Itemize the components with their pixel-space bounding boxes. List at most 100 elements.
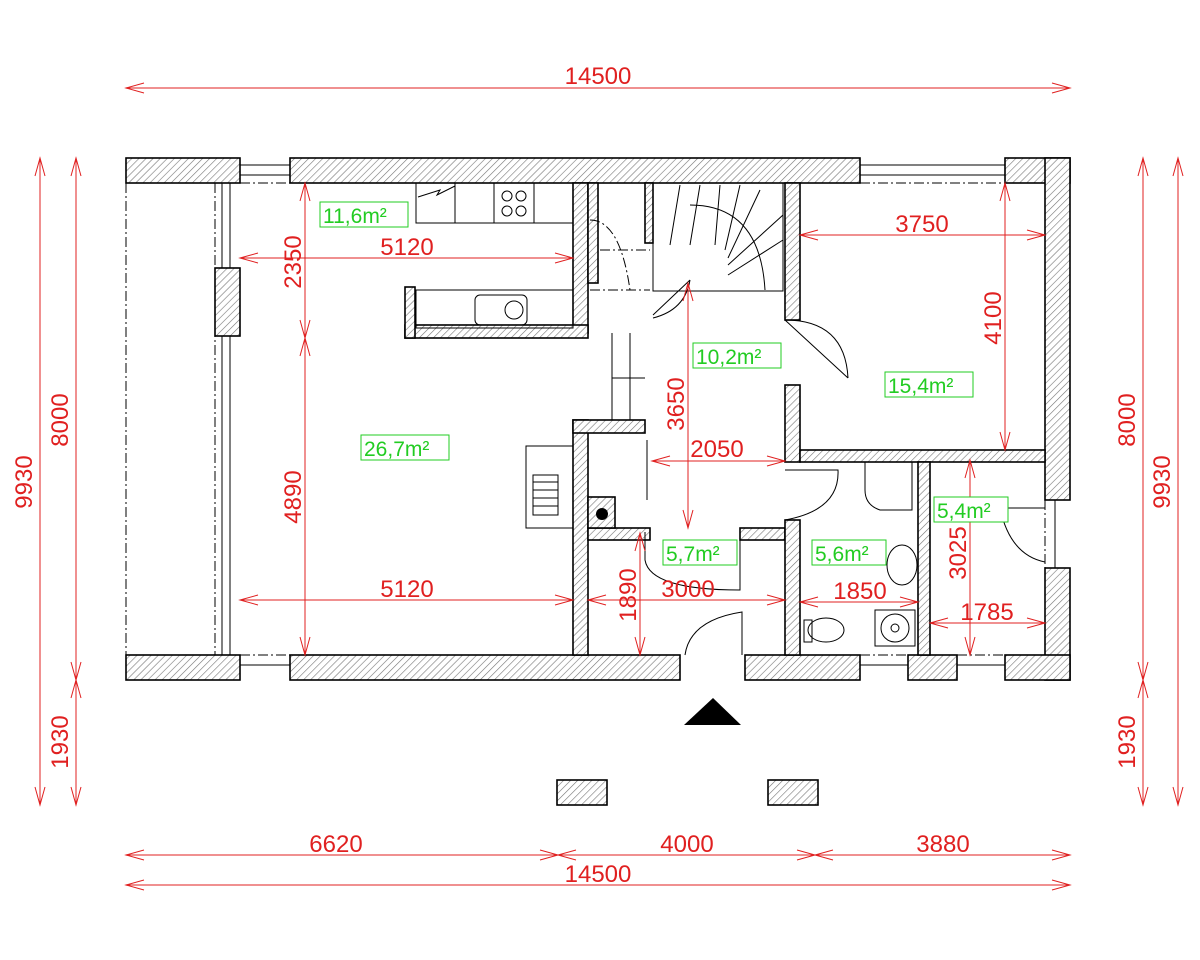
interior-dim: 3750 <box>798 211 1047 241</box>
svg-text:5,4m²: 5,4m² <box>937 500 991 523</box>
dimension-label: 2350 <box>280 235 307 288</box>
dimension-label: 5120 <box>380 234 433 261</box>
wall <box>587 527 651 541</box>
dimension-label: 3880 <box>916 831 969 858</box>
interior-dim: 4100 <box>980 181 1011 452</box>
wall <box>744 654 861 681</box>
room-area-label: 5,7m² <box>662 539 738 566</box>
door <box>684 611 743 656</box>
fixtures <box>125 164 1056 806</box>
door <box>784 469 839 521</box>
dimension-label: 5120 <box>380 576 433 603</box>
window <box>860 654 908 666</box>
left-terrace: 1930 <box>47 678 82 807</box>
wall <box>572 419 589 656</box>
svg-text:5,7m²: 5,7m² <box>666 543 720 566</box>
door <box>652 279 691 319</box>
dimension-label: 14500 <box>565 861 632 888</box>
dimension-label: 1890 <box>615 568 642 621</box>
dimension-label: 8000 <box>47 393 74 446</box>
svg-text:26,7m²: 26,7m² <box>364 438 429 461</box>
wall <box>572 182 589 334</box>
dimension-label: 4890 <box>280 470 307 523</box>
left-total: 9930 <box>11 156 46 807</box>
interior-dim: 4890 <box>280 336 311 657</box>
dimension-label: 1930 <box>47 715 74 768</box>
wall <box>917 461 931 656</box>
staircase <box>589 182 784 420</box>
dimension-label: 1785 <box>960 599 1013 626</box>
bottom-dim-1: 6620 <box>124 831 560 861</box>
dimension-label: 2050 <box>690 436 743 463</box>
svg-text:10,2m²: 10,2m² <box>696 346 761 369</box>
kitchen-counter <box>415 182 574 329</box>
overall-width-bottom: 14500 <box>124 861 1072 891</box>
interior-dim: 1785 <box>928 599 1047 629</box>
svg-text:15,4m²: 15,4m² <box>888 375 953 398</box>
window <box>240 164 290 184</box>
wall <box>784 519 801 656</box>
wall <box>907 654 958 681</box>
entrance-arrow-icon <box>684 698 741 725</box>
room-area-label: 5,4m² <box>933 496 1009 523</box>
wall <box>214 267 241 337</box>
dimension-label: 9930 <box>1149 455 1176 508</box>
window <box>240 654 290 666</box>
dimension-label: 4100 <box>980 291 1007 344</box>
interior-dim: 5120 <box>238 576 575 606</box>
dimension-label: 1930 <box>1114 715 1141 768</box>
dimension-label: 9930 <box>11 455 38 508</box>
dimension-label: 6620 <box>309 831 362 858</box>
terrace-pillar <box>556 779 608 806</box>
wall <box>125 654 241 681</box>
dimension-label: 14500 <box>565 63 632 90</box>
interior-dim: 1890 <box>615 531 646 657</box>
interior-dim: 2050 <box>650 436 787 467</box>
wall <box>572 419 646 434</box>
room-area-label: 15,4m² <box>884 371 974 398</box>
window <box>1044 500 1056 568</box>
wall <box>587 182 599 284</box>
interior-dim: 5120 <box>238 234 575 264</box>
door <box>644 532 741 591</box>
room-area-label: 26,7m² <box>360 434 450 461</box>
wall <box>644 182 654 244</box>
overall-width-top: 14500 <box>124 63 1072 94</box>
dimension-label: 3000 <box>661 576 714 603</box>
wall <box>125 157 241 184</box>
svg-text:5,6m²: 5,6m² <box>815 543 869 566</box>
wall <box>799 449 1046 463</box>
bottom-dim-2: 4000 <box>556 831 817 861</box>
window <box>957 654 1005 666</box>
wall <box>404 286 416 339</box>
dimension-label: 3750 <box>895 211 948 238</box>
left-building: 8000 <box>47 156 82 682</box>
wall <box>1044 157 1071 501</box>
right-terrace: 1930 <box>1114 678 1149 807</box>
door <box>784 319 849 379</box>
dimension-label: 3025 <box>945 526 972 579</box>
interior-dim: 3000 <box>586 576 787 606</box>
wall <box>289 157 861 184</box>
dimension-label: 8000 <box>1114 393 1141 446</box>
interior-dim: 3650 <box>663 281 694 530</box>
dimensions: 14500 6620 4000 3880 14500 9930 8000 1930 8000 19… <box>11 63 1184 891</box>
room-area-label: 5,6m² <box>811 539 887 566</box>
wall <box>784 384 801 463</box>
interior-dim: 1850 <box>798 578 920 608</box>
interior-dim: 2350 <box>280 181 311 340</box>
right-building: 8000 <box>1114 156 1149 682</box>
dimension-label: 3650 <box>663 377 690 430</box>
dimension-label: 4000 <box>660 831 713 858</box>
bathroom-fixtures <box>803 461 918 647</box>
terrace-pillar <box>767 779 819 806</box>
window <box>860 164 1005 184</box>
room-area-label: 10,2m² <box>692 342 782 369</box>
wall <box>404 324 589 339</box>
dimension-label: 1850 <box>833 578 886 605</box>
wall <box>1004 654 1071 681</box>
wall <box>784 182 801 321</box>
wall <box>739 527 786 541</box>
